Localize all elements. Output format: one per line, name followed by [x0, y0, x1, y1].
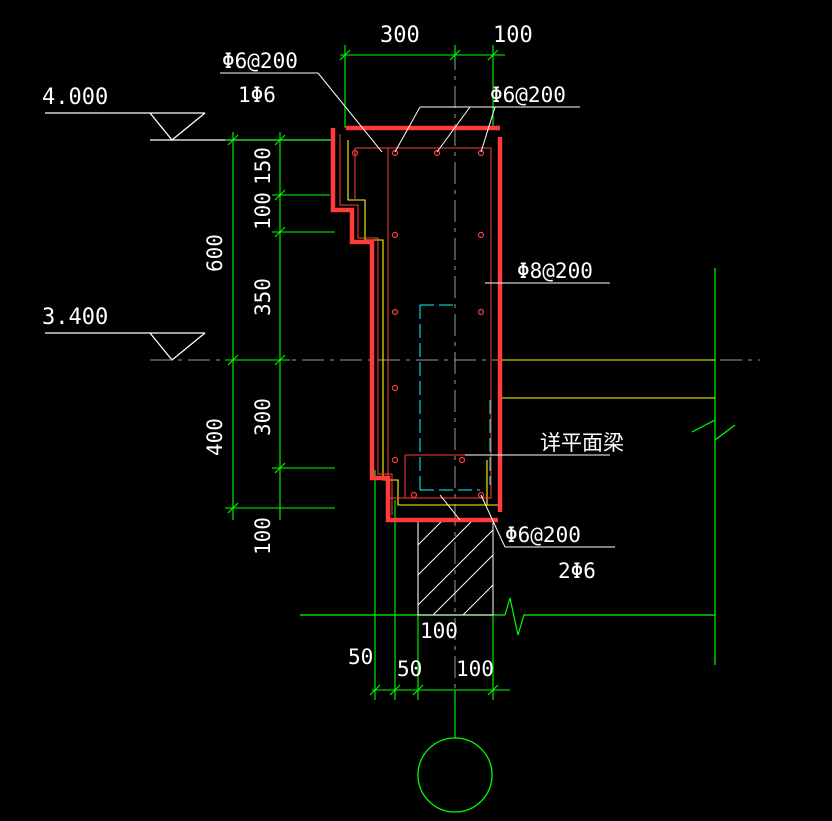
elevation-label-mid: 3.400: [42, 305, 108, 330]
rebar-count-bottom: 2Φ6: [558, 559, 596, 583]
dim-bottom-100: 100: [456, 657, 494, 681]
dim-bottom-50: 50: [397, 657, 422, 681]
dim-vertical-400: 400: [203, 418, 227, 456]
dim-vertical-100b: 100: [251, 517, 275, 555]
wall-outline: [300, 268, 736, 665]
rebar-label-top-left: Φ6@200: [222, 49, 298, 73]
concrete-outline: [330, 125, 503, 523]
dim-vertical-100a: 100: [251, 192, 275, 230]
rebar-count-top-left: 1Φ6: [238, 83, 276, 107]
beam-hidden-lines: [419, 304, 491, 491]
rebar-label-bottom: Φ6@200: [505, 523, 581, 547]
axis-bubble: [417, 737, 493, 813]
slab-lines: [347, 140, 715, 506]
dim-vertical-600: 600: [203, 234, 227, 272]
elevation-marker-mid: [45, 332, 206, 361]
note-see-plan-beam: 详平面梁: [540, 431, 624, 455]
dim-bottom-50-left: 50: [348, 645, 373, 669]
elevation-marker-top: [45, 112, 335, 141]
concrete-inner-line: [339, 134, 393, 515]
dim-bottom-width: 100: [420, 619, 458, 643]
rebar-dots: [351, 149, 485, 499]
dim-vertical-350: 350: [251, 278, 275, 316]
dim-top-width: 300: [380, 23, 420, 48]
leader-lines: [220, 72, 615, 548]
rebar-label-top-right: Φ6@200: [490, 83, 566, 107]
elevation-label-top: 4.000: [42, 85, 108, 110]
dim-vertical-300: 300: [251, 398, 275, 436]
dim-top-right: 100: [493, 23, 533, 48]
dim-vertical-150: 150: [251, 147, 275, 185]
stirrup: [354, 147, 492, 499]
rebar-label-side: Φ8@200: [517, 259, 593, 283]
